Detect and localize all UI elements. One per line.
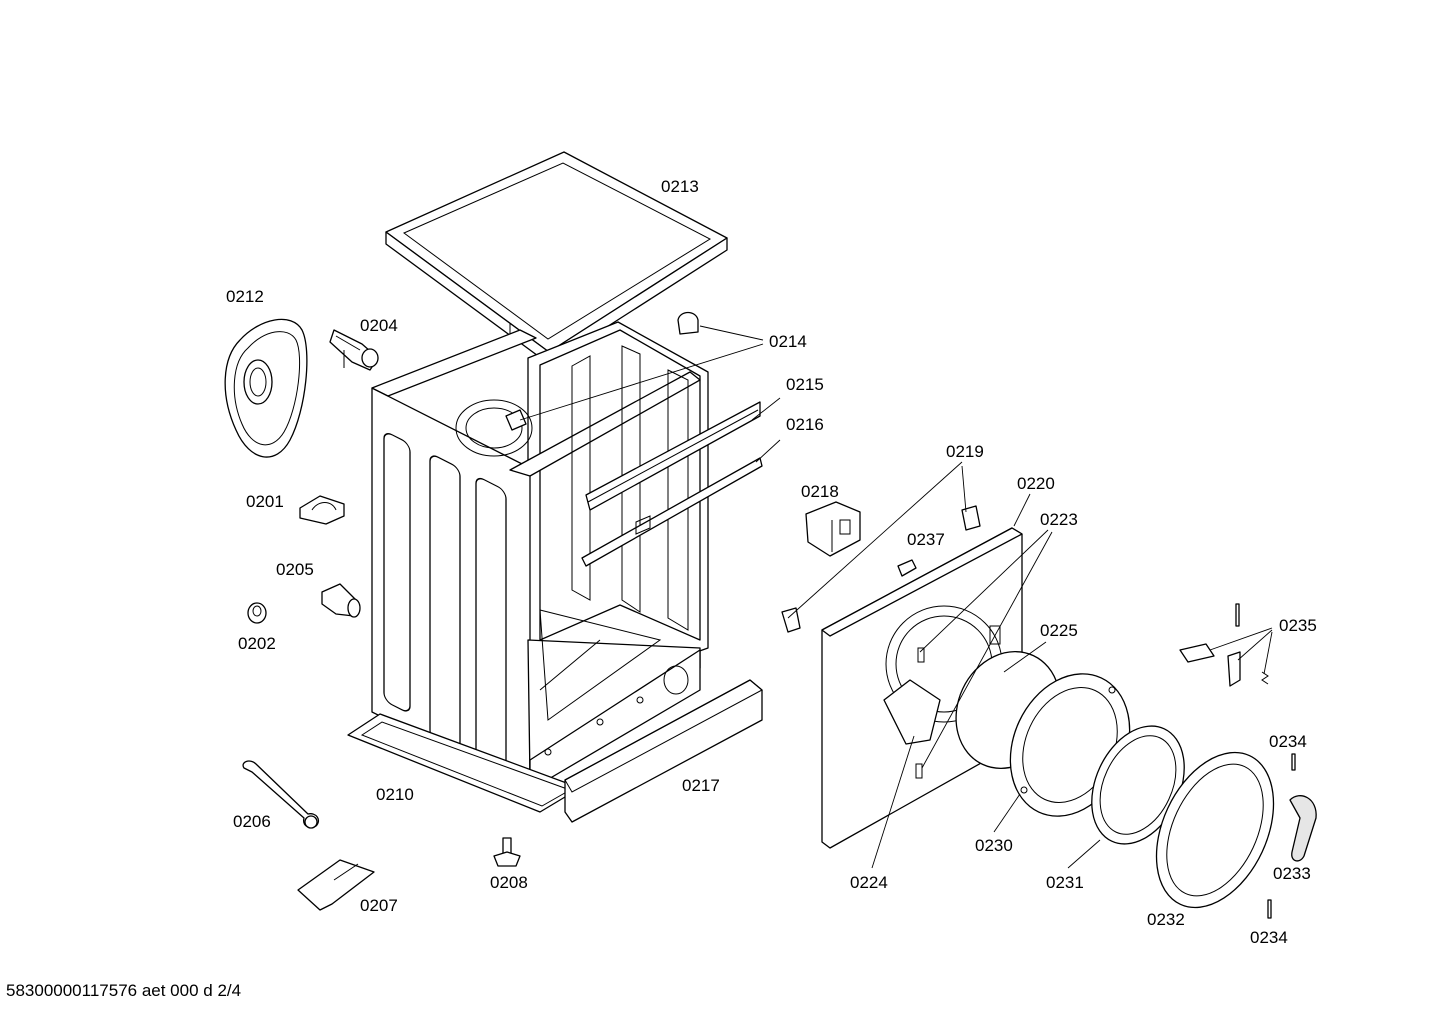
label-0224: 0224 <box>850 873 888 892</box>
label-0215: 0215 <box>786 375 824 394</box>
part-0204-bracket <box>329 329 379 371</box>
part-0216-brace <box>581 457 763 567</box>
part-0235-hinge-parts <box>1179 603 1269 687</box>
label-0201: 0201 <box>246 492 284 511</box>
label-0230: 0230 <box>975 836 1013 855</box>
label-0206: 0206 <box>233 812 271 831</box>
label-0202: 0202 <box>238 634 276 653</box>
part-labels: 0213 0212 0204 0214 0215 0216 0219 0220 … <box>226 177 1317 947</box>
part-0219-hook <box>781 505 981 633</box>
label-0232: 0232 <box>1147 910 1185 929</box>
part-0212-rear-cover <box>224 318 308 458</box>
label-0212: 0212 <box>226 287 264 306</box>
part-0237-clip <box>897 559 917 577</box>
part-0215-brace <box>585 401 761 511</box>
part-0233-handle <box>1289 795 1317 862</box>
label-0217: 0217 <box>682 776 720 795</box>
part-0206-wrench <box>242 760 320 829</box>
label-0218: 0218 <box>801 482 839 501</box>
label-0220: 0220 <box>1017 474 1055 493</box>
label-0216: 0216 <box>786 415 824 434</box>
part-0217-kickplate <box>564 679 763 823</box>
label-0223: 0223 <box>1040 510 1078 529</box>
label-0204: 0204 <box>360 316 398 335</box>
part-0208-screw <box>493 837 521 867</box>
label-0233: 0233 <box>1273 864 1311 883</box>
label-0235: 0235 <box>1279 616 1317 635</box>
label-0214: 0214 <box>769 332 807 351</box>
label-0219: 0219 <box>946 442 984 461</box>
part-0202-foot <box>247 602 267 624</box>
label-0210: 0210 <box>376 785 414 804</box>
label-0225: 0225 <box>1040 621 1078 640</box>
label-0231: 0231 <box>1046 873 1084 892</box>
part-0234-pins <box>1267 753 1296 919</box>
label-0213: 0213 <box>661 177 699 196</box>
part-0207-shim <box>297 859 375 911</box>
label-0234-bottom: 0234 <box>1250 928 1288 947</box>
document-code: 58300000117576 aet 000 d 2/4 <box>6 981 242 1000</box>
part-0218-door-lock <box>805 501 861 557</box>
label-0234-top: 0234 <box>1269 732 1307 751</box>
leader-lines <box>519 325 1273 869</box>
label-0208: 0208 <box>490 873 528 892</box>
label-0207: 0207 <box>360 896 398 915</box>
label-0237: 0237 <box>907 530 945 549</box>
part-0201-clip <box>299 495 345 525</box>
part-0205-fitting <box>321 583 361 618</box>
cabinet-body <box>371 321 709 791</box>
label-0205: 0205 <box>276 560 314 579</box>
part-0232-door-ring <box>1155 751 1275 909</box>
part-0214-clips <box>505 311 699 431</box>
